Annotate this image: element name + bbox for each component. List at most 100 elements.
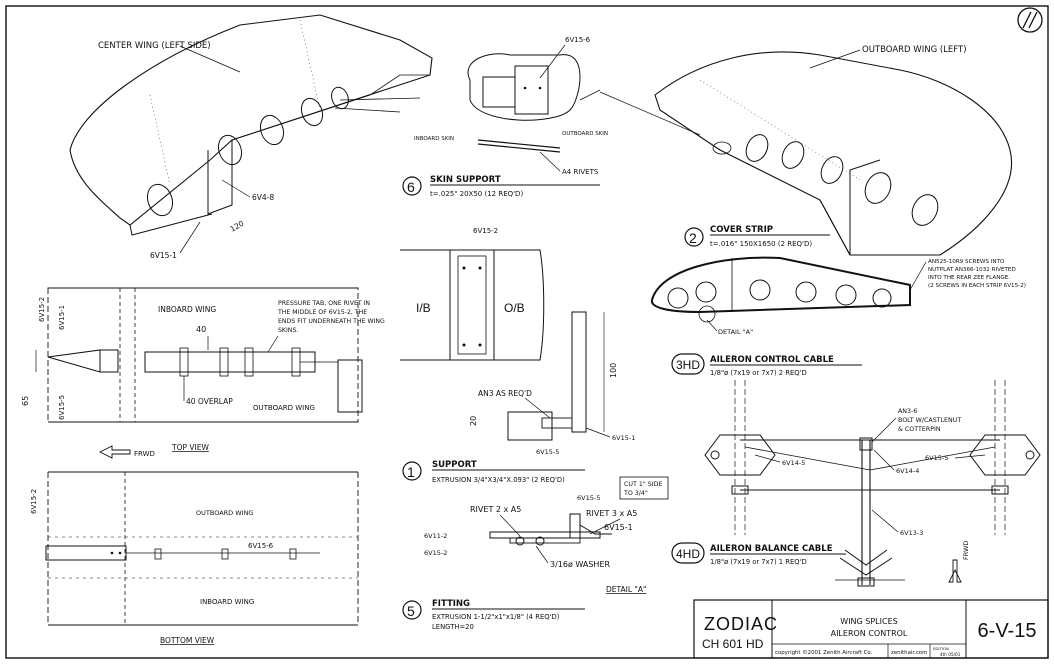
fitting-spec: EXTRUSION 1-1/2"x1"x1/8" (4 REQ'D) [432, 613, 560, 621]
item-2-number: 2 [689, 230, 697, 246]
da-6v11-2: 6V11-2 [424, 532, 447, 540]
tb-web: zenithair.com [891, 650, 927, 656]
sc-6v15-1: 6V15-1 [612, 434, 635, 442]
fitting-section: 5 FITTING EXTRUSION 1-1/2"x1"x1/8" (4 RE… [402, 599, 585, 631]
skin-support-heading: SKIN SUPPORT [430, 175, 501, 185]
tv-overlap: 40 OVERLAP [186, 397, 233, 406]
top-view-section: INBOARD WING OUTBOARD WING PRESSURE TAB,… [21, 287, 385, 459]
da-cut-1: CUT 1" SIDE [624, 481, 662, 488]
tv-note-1: PRESSURE TAB, ONE RIVET IN [278, 300, 370, 307]
sc-dim-100: 100 [609, 363, 618, 378]
outboard-wing-drawing: OUTBOARD WING (LEFT) [599, 45, 1012, 256]
bv-6v15-2: 6V15-2 [30, 489, 38, 514]
tag-3hd: 3HD [676, 358, 700, 372]
zenith-logo [1017, 7, 1043, 33]
item-6-number: 6 [407, 179, 415, 195]
cover-strip-spec: t=.016" 150X1650 (2 REQ'D) [710, 240, 812, 248]
item-5-number: 5 [407, 603, 415, 619]
tv-6v15-2: 6V15-2 [38, 297, 46, 322]
ac-6v15-5: 6V15-5 [925, 454, 948, 462]
tb-brand-1: ZODIAC [704, 614, 778, 634]
a4-rivets-label: A4 RIVETS [562, 168, 599, 176]
tv-note-4: SKINS. [278, 327, 298, 334]
ac-bolt-3: & COTTERPIN [898, 426, 941, 433]
detail-a-ref: DETAIL "A" [718, 328, 753, 336]
aileron-balance-heading: AILERON BALANCE CABLE [710, 544, 833, 554]
bv-6v15-6: 6V15-6 [248, 542, 274, 550]
da-washer: 3/16ø WASHER [550, 560, 610, 569]
da-6v15-2: 6V15-2 [424, 549, 447, 557]
splice-center-section: 6V15-2 I/B O/B AN3 AS REQ'D 20 100 6V15-… [400, 227, 635, 456]
da-6v15-1: 6V15-1 [604, 523, 633, 532]
da-cut-2: TO 3/4" [623, 490, 648, 497]
tb-drawing-number: 6-V-15 [978, 620, 1037, 642]
cover-note-line-1: AN525-10R9 SCREWS INTO [928, 259, 1005, 265]
cover-note-line-3: INTO THE REAR ZEE FLANGE. [928, 275, 1010, 281]
callout-6v4-8: 6V4-8 [252, 193, 274, 202]
cover-strip-heading: COVER STRIP [710, 225, 773, 235]
center-wing-title: CENTER WING (LEFT SIDE) [98, 41, 211, 51]
ac-frwd: FRWD [962, 541, 970, 560]
cover-strip-section: 2 COVER STRIP t=.016" 150X1650 (2 REQ'D)… [650, 225, 1026, 336]
tv-inboard-wing: INBOARD WING [158, 305, 216, 314]
title-block: ZODIAC CH 601 HD WING SPLICES AILERON CO… [693, 599, 1049, 659]
aileron-control-spec: 1/8"ø (7x19 or 7x7) 2 REQ'D [710, 369, 807, 377]
ac-6v14-4: 6V14-4 [896, 467, 919, 475]
center-wing-drawing: CENTER WING (LEFT SIDE) 6V4-8 6V15-1 120 [69, 14, 433, 260]
da-rivet-2: RIVET 2 x A5 [470, 505, 521, 514]
tb-title-2: AILERON CONTROL [831, 629, 908, 638]
support-spec: EXTRUSION 3/4"X3/4"X.093" (2 REQ'D) [432, 476, 565, 484]
support-heading: SUPPORT [432, 460, 477, 470]
sc-6v15-2: 6V15-2 [473, 227, 498, 235]
sc-6v15-5: 6V15-5 [536, 448, 559, 456]
bv-outboard-wing: OUTBOARD WING [196, 509, 253, 517]
da-6v15-5: 6V15-5 [577, 494, 600, 502]
cover-strip-note: AN525-10R9 SCREWS INTO NUTPLAT AN366-103… [928, 259, 1026, 289]
aileron-control-heading: AILERON CONTROL CABLE [710, 355, 834, 365]
tv-dim-65: 65 [21, 396, 30, 406]
outboard-wing-title: OUTBOARD WING (LEFT) [862, 45, 967, 55]
tb-rev-b: 4th 05/01 [940, 652, 961, 657]
tb-copyright: copyright ©2001 Zenith Aircraft Co. [775, 649, 873, 656]
skin-support-section: 6V15-6 INBOARD SKIN OUTBOARD SKIN A4 RIV… [402, 36, 608, 198]
ac-bolt-1: AN3-6 [898, 408, 917, 415]
tv-note-3: ENDS FIT UNDERNEATH THE WING [278, 318, 385, 325]
tb-brand-2: CH 601 HD [702, 637, 764, 651]
fitting-length: LENGTH=20 [432, 623, 474, 631]
ac-6v13-3: 6V13-3 [900, 529, 923, 537]
sheet-border [5, 5, 1049, 659]
part-6v15-6: 6V15-6 [565, 36, 591, 44]
sc-an3: AN3 AS REQ'D [478, 389, 532, 398]
inboard-skin-label: INBOARD SKIN [414, 136, 454, 142]
ac-6v14-5: 6V14-5 [782, 459, 805, 467]
frwd-down-arrow-icon [948, 559, 962, 583]
callout-6v15-1-top: 6V15-1 [150, 251, 177, 260]
detail-a-caption: DETAIL "A" [606, 585, 646, 594]
support-section: 1 SUPPORT EXTRUSION 3/4"X3/4"X.093" (2 R… [402, 460, 585, 484]
bottom-view-caption: BOTTOM VIEW [160, 636, 215, 645]
top-view-caption: TOP VIEW [171, 443, 209, 452]
sc-dim-20: 20 [469, 416, 478, 426]
bv-inboard-wing: INBOARD WING [200, 598, 254, 606]
item-6-marker [402, 176, 422, 196]
aileron-section: 3HD AILERON CONTROL CABLE 1/8"ø (7x19 or… [671, 353, 1041, 587]
sc-ob: O/B [504, 301, 525, 315]
tv-frwd: FRWD [134, 450, 155, 458]
tv-6v15-5: 6V15-5 [58, 395, 66, 420]
tb-title-1: WING SPLICES [840, 617, 897, 626]
tag-4hd: 4HD [676, 547, 700, 561]
item-1-number: 1 [407, 464, 415, 480]
tv-6v15-1: 6V15-1 [58, 305, 66, 330]
aileron-balance-spec: 1/8"ø (7x19 or 7x7) 1 REQ'D [710, 558, 807, 566]
ac-bolt-2: BOLT W/CASTLENUT [898, 417, 961, 424]
dim-120: 120 [229, 219, 246, 234]
da-rivet-3: RIVET 3 x A5 [586, 509, 637, 518]
cover-note-line-4: (2 SCREWS IN EACH STRIP 6V15-2) [928, 283, 1026, 289]
tv-note-2: THE MIDDLE OF 6V15-2, THE [277, 309, 367, 316]
item-2-marker [684, 227, 704, 247]
cover-note-line-2: NUTPLAT AN366-1032 RIVETED [928, 267, 1016, 273]
fitting-heading: FITTING [432, 599, 470, 609]
tv-outboard-wing: OUTBOARD WING [253, 404, 315, 412]
skin-support-spec: t=.025" 20X50 (12 REQ'D) [430, 190, 523, 198]
